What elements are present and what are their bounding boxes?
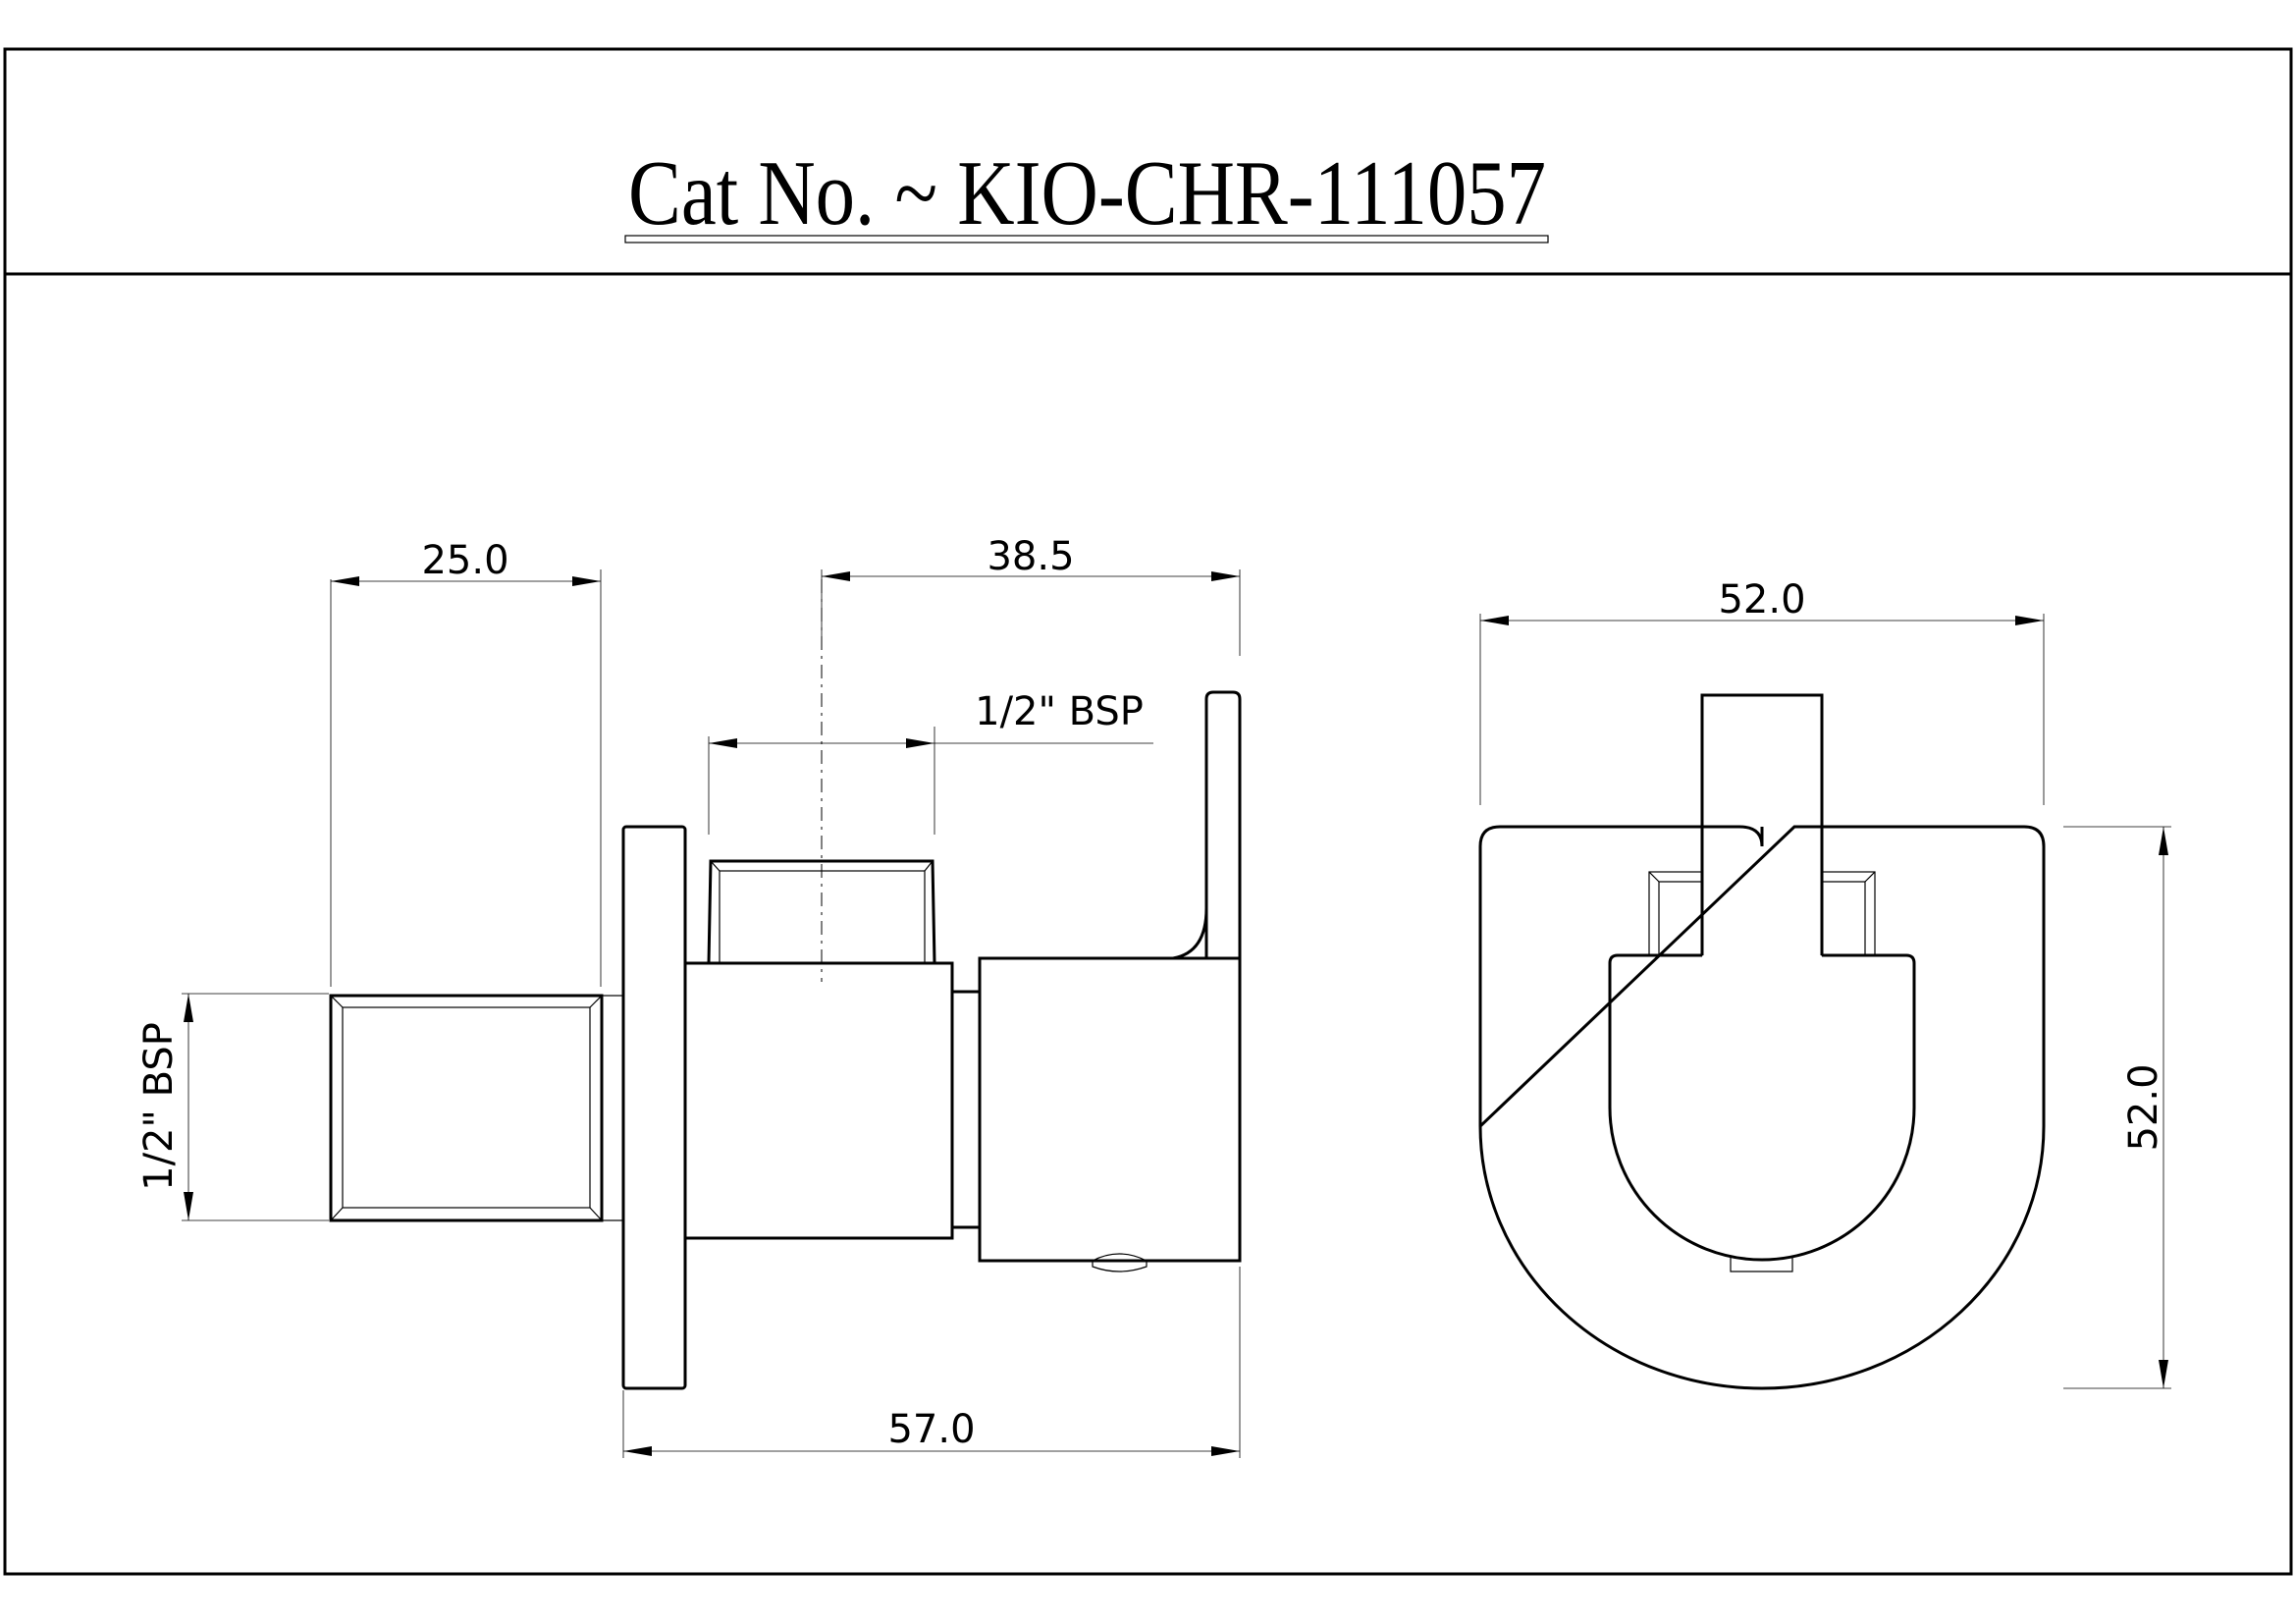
- catalog-title: Cat No. ~ KIO-CHR-111057: [628, 142, 1546, 244]
- front-view: [1478, 693, 2046, 1390]
- dim-inlet: 1/2" BSP: [708, 689, 1153, 835]
- front-handle: [1608, 953, 1916, 1262]
- dim-bottom-label: 57.0: [887, 1407, 975, 1452]
- dim-front-height: 52.0: [2063, 826, 2171, 1389]
- lever: [1204, 690, 1242, 958]
- valve-body: [683, 961, 954, 1240]
- dim-top-left: 25.0: [330, 538, 602, 987]
- dim-bottom: 57.0: [622, 1267, 1241, 1458]
- threaded-inlet: [329, 994, 624, 1222]
- dim-side-thread: 1/2" BSP: [136, 993, 329, 1221]
- dim-front-height-label: 52.0: [2121, 1063, 2166, 1151]
- dim-top-mid-label: 38.5: [987, 534, 1074, 579]
- dim-front-width-label: 52.0: [1718, 577, 1805, 622]
- handle-block: [978, 956, 1242, 1263]
- side-view: [329, 579, 1242, 1390]
- front-thread-left: [1648, 871, 1703, 956]
- title-underline: [624, 235, 1549, 243]
- dim-front-width: 52.0: [1479, 577, 2045, 805]
- dim-side-thread-label: 1/2" BSP: [136, 1022, 182, 1191]
- dim-top-left-label: 25.0: [421, 538, 508, 583]
- front-bottom-stub: [1730, 1256, 1793, 1272]
- front-thread-right: [1821, 871, 1876, 956]
- title-block: Cat No. ~ KIO-CHR-111057: [624, 142, 1549, 244]
- drawing-frame: [3, 47, 2293, 1576]
- bottom-stub: [1092, 1261, 1148, 1272]
- front-flange: [1478, 825, 2046, 1390]
- dim-top-mid: 38.5: [821, 534, 1241, 656]
- dim-inlet-label: 1/2" BSP: [975, 689, 1144, 734]
- front-lever: [1700, 693, 1824, 955]
- wall-flange: [621, 825, 687, 1390]
- spindle: [950, 990, 982, 1229]
